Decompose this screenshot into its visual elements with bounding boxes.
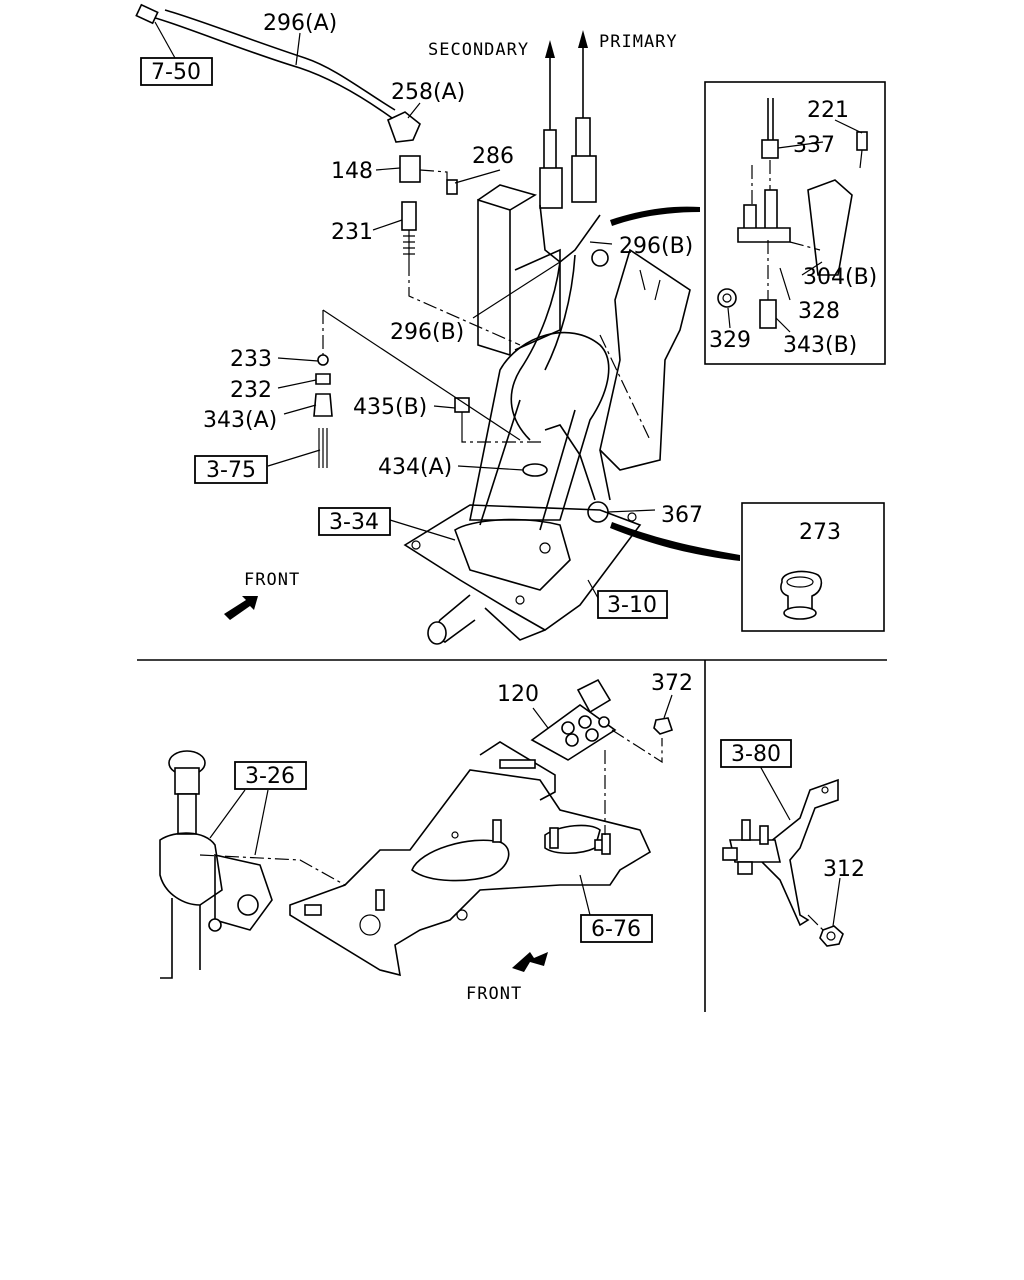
- callout-296b-right: 296(B): [619, 234, 693, 259]
- inset-cable-bracket: [704, 81, 886, 365]
- ref-7-50: 7-50: [151, 60, 201, 85]
- callout-296b-center: 296(B): [390, 320, 464, 345]
- right-bracket-assembly: [722, 778, 844, 947]
- label-primary: PRIMARY: [599, 32, 678, 52]
- part-231: [401, 201, 417, 231]
- callout-337: 337: [793, 133, 835, 158]
- front-arrow-icon: [224, 596, 258, 620]
- ref-3-10: 3-10: [607, 593, 657, 618]
- ref-3-75: 3-75: [206, 458, 256, 483]
- callout-435b: 435(B): [353, 395, 427, 420]
- labels: 7-50 3-75 3-34 3-10 3-26 6-76 3-80 SECON…: [151, 11, 877, 1004]
- callout-231: 231: [331, 220, 373, 245]
- callout-367: 367: [661, 503, 703, 528]
- callout-221: 221: [807, 98, 849, 123]
- fitting-258a: [386, 111, 421, 143]
- callout-148: 148: [331, 159, 373, 184]
- cable-296a: [139, 13, 393, 119]
- callout-258a: 258(A): [391, 80, 465, 105]
- callout-304b: 304(B): [803, 265, 877, 290]
- label-front-upper: FRONT: [244, 570, 300, 590]
- callout-232: 232: [230, 378, 272, 403]
- callout-312: 312: [823, 857, 865, 882]
- callout-343a: 343(A): [203, 408, 277, 433]
- callout-328: 328: [798, 299, 840, 324]
- label-secondary: SECONDARY: [428, 40, 529, 60]
- ref-3-80: 3-80: [731, 742, 781, 767]
- callout-372: 372: [651, 671, 693, 696]
- section-dividers: [137, 659, 887, 1012]
- inset-grommet: [741, 502, 885, 632]
- ref-6-76: 6-76: [591, 917, 641, 942]
- label-front-lower: FRONT: [466, 984, 522, 1004]
- part-286: [446, 179, 458, 195]
- callout-434a: 434(A): [378, 455, 452, 480]
- part-148: [399, 155, 421, 183]
- callout-120: 120: [497, 682, 539, 707]
- callout-329: 329: [709, 328, 751, 353]
- ref-3-26: 3-26: [245, 764, 295, 789]
- callout-296a: 296(A): [263, 11, 337, 36]
- callout-233: 233: [230, 347, 272, 372]
- callout-343b: 343(B): [783, 333, 857, 358]
- leader-lines: [154, 21, 863, 927]
- callout-286: 286: [472, 144, 514, 169]
- ref-3-34: 3-34: [329, 510, 379, 535]
- reference-boxes: [140, 57, 792, 943]
- callout-273: 273: [799, 520, 841, 545]
- bracket-plate-assembly: [159, 678, 674, 979]
